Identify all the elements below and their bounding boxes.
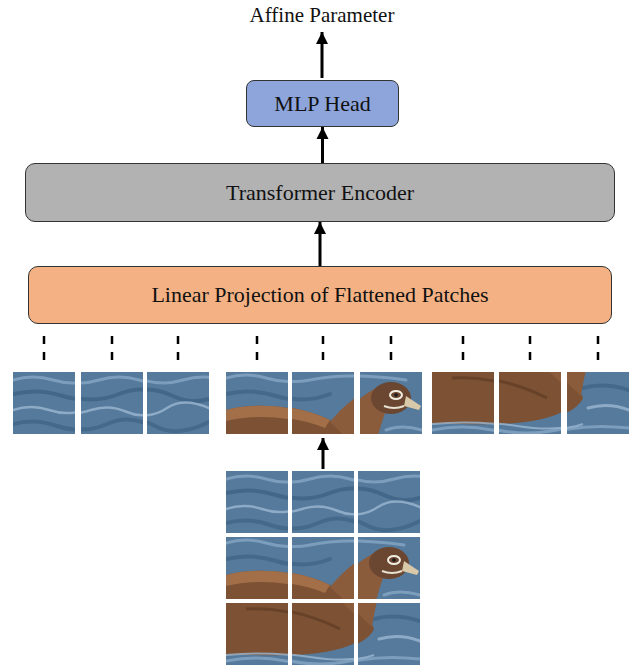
output-label: Affine Parameter: [250, 3, 395, 27]
split-arrow: [322, 438, 325, 469]
node-label: MLP Head: [274, 91, 370, 116]
patch-dashes: [44, 336, 598, 366]
image-grid: [226, 471, 434, 665]
encoder-box: Transformer Encoder: [25, 163, 615, 222]
flow-arrow: [321, 127, 324, 163]
flow-arrow: [319, 222, 322, 266]
projection-box: Linear Projection of Flattened Patches: [28, 266, 612, 324]
head-box: MLP Head: [246, 80, 399, 127]
output-arrow: [321, 32, 324, 78]
node-label: Transformer Encoder: [226, 180, 414, 205]
node-label: Linear Projection of Flattened Patches: [151, 282, 488, 307]
